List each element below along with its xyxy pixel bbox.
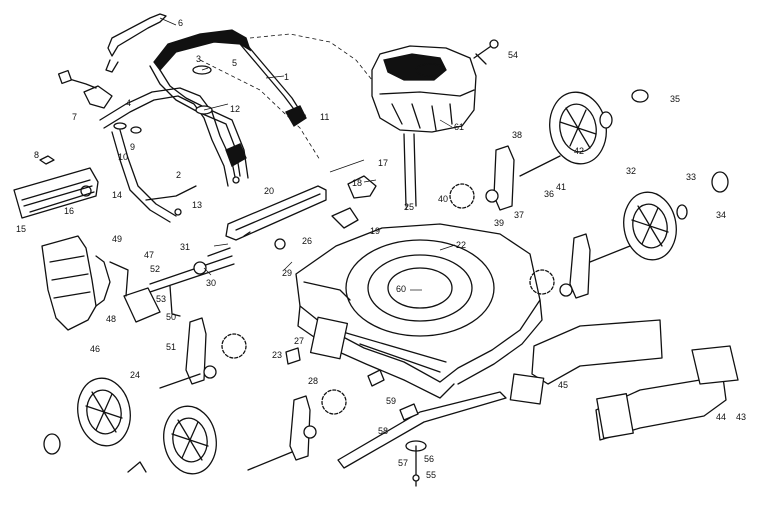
callout-label: 17 bbox=[378, 158, 388, 168]
callout-label: 48 bbox=[106, 314, 116, 324]
callout-label: 38 bbox=[512, 130, 522, 140]
leader-lines bbox=[159, 17, 456, 291]
callout-label: 20 bbox=[264, 186, 274, 196]
callout-label: 59 bbox=[386, 396, 396, 406]
callout-label: 60 bbox=[396, 284, 406, 294]
callout-label: 39 bbox=[494, 218, 504, 228]
callout-label: 18 bbox=[352, 178, 362, 188]
callout-label: 61 bbox=[454, 122, 464, 132]
callout-label: 11 bbox=[320, 112, 329, 122]
callout-label: 56 bbox=[424, 454, 434, 464]
callout-label: 14 bbox=[112, 190, 122, 200]
blade bbox=[337, 391, 507, 487]
engine bbox=[371, 45, 477, 207]
callout-label: 30 bbox=[206, 278, 216, 288]
callout-label: 13 bbox=[192, 200, 202, 210]
callout-label: 37 bbox=[514, 210, 524, 220]
callout-label: 57 bbox=[398, 458, 408, 468]
callout-label: 53 bbox=[156, 294, 166, 304]
callout-label: 50 bbox=[166, 312, 176, 322]
callout-label: 2 bbox=[176, 170, 181, 180]
rear-axle bbox=[123, 255, 235, 323]
handle-hardware bbox=[57, 65, 307, 216]
callout-label: 22 bbox=[456, 240, 466, 250]
callout-label: 32 bbox=[626, 166, 636, 176]
callout-label: 1 bbox=[284, 72, 289, 82]
wheel-front-right-upper bbox=[549, 89, 649, 165]
callout-label: 12 bbox=[230, 104, 240, 114]
lower-handle bbox=[99, 87, 237, 223]
callout-label: 3 bbox=[196, 54, 201, 64]
callout-label: 15 bbox=[16, 224, 26, 234]
callout-label: 10 bbox=[118, 152, 128, 162]
callout-label: 54 bbox=[508, 50, 518, 60]
callout-label: 31 bbox=[180, 242, 190, 252]
callout-label: 4 bbox=[126, 98, 131, 108]
wheel-brackets bbox=[159, 145, 631, 471]
callout-label: 27 bbox=[294, 336, 304, 346]
callout-label: 55 bbox=[426, 470, 436, 480]
callout-label: 19 bbox=[370, 226, 380, 236]
rear-cover bbox=[225, 185, 327, 241]
callout-label: 9 bbox=[130, 142, 135, 152]
callout-label: 40 bbox=[438, 194, 448, 204]
callout-label: 49 bbox=[112, 234, 122, 244]
callout-label: 35 bbox=[670, 94, 680, 104]
callout-label: 36 bbox=[544, 189, 554, 199]
callout-label: 41 bbox=[556, 182, 566, 192]
discharge-chute bbox=[41, 235, 129, 331]
callout-label: 46 bbox=[90, 344, 100, 354]
callout-label: 7 bbox=[72, 112, 77, 122]
callout-label: 26 bbox=[302, 236, 312, 246]
callout-label: 58 bbox=[378, 426, 388, 436]
callout-label: 5 bbox=[232, 58, 237, 68]
callout-label: 29 bbox=[282, 268, 292, 278]
callout-labels: 1 2 3 4 5 6 7 8 9 10 11 12 13 14 15 16 1… bbox=[16, 18, 746, 480]
callout-label: 6 bbox=[178, 18, 183, 28]
wheel-front-right-lower bbox=[623, 171, 729, 261]
callout-label: 16 bbox=[64, 206, 74, 216]
gears bbox=[221, 183, 555, 415]
callout-label: 45 bbox=[558, 380, 568, 390]
callout-label: 25 bbox=[404, 202, 414, 212]
callout-label: 23 bbox=[272, 350, 282, 360]
bag-frame bbox=[13, 155, 99, 219]
callout-label: 52 bbox=[150, 264, 160, 274]
callout-label: 28 bbox=[308, 376, 318, 386]
wheel-rear-left-upper bbox=[43, 377, 131, 455]
callout-label: 44 bbox=[716, 412, 726, 422]
callout-label: 24 bbox=[130, 370, 140, 380]
callout-label: 47 bbox=[144, 250, 154, 260]
callout-label: 33 bbox=[686, 172, 696, 182]
callout-label: 34 bbox=[716, 210, 726, 220]
callout-label: 42 bbox=[574, 146, 584, 156]
callout-label: 8 bbox=[34, 150, 39, 160]
callout-label: 43 bbox=[736, 412, 746, 422]
engine-bolt bbox=[473, 39, 499, 65]
mower-deck bbox=[295, 223, 543, 399]
callout-label: 51 bbox=[166, 342, 176, 352]
wheel-rear-left-lower bbox=[127, 405, 217, 475]
side-deflectors bbox=[509, 319, 739, 441]
